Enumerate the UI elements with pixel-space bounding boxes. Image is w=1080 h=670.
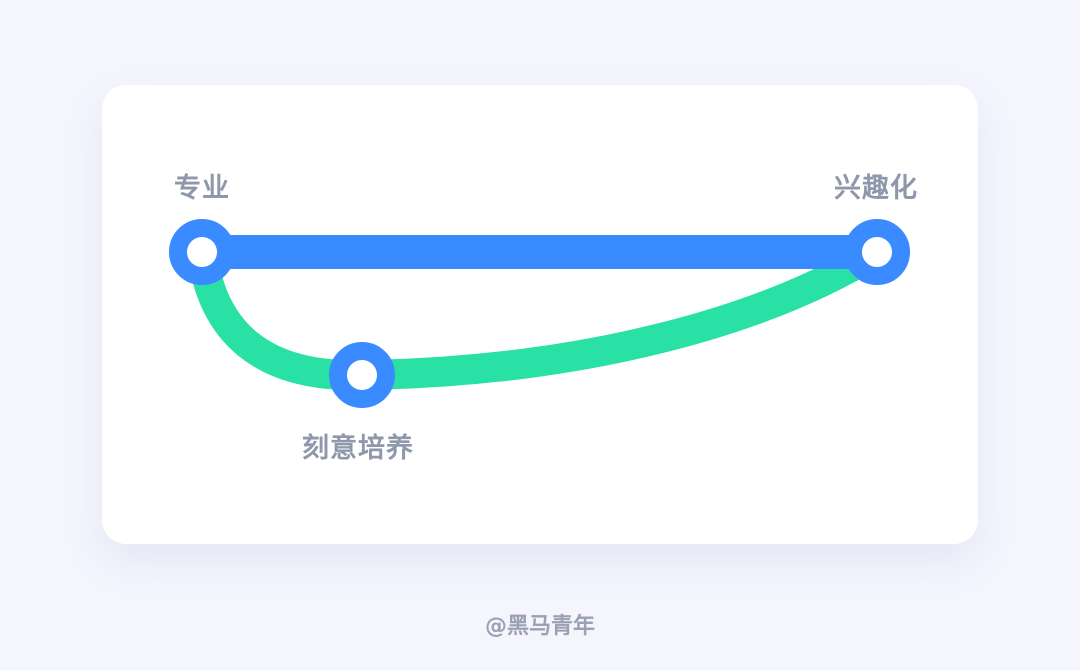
node-start	[169, 219, 235, 285]
diagram-card	[102, 85, 978, 544]
node-label-start: 专业	[174, 173, 230, 204]
curved-path-via-mid	[187, 237, 892, 391]
node-label-mid: 刻意培养	[302, 433, 414, 464]
node-mid	[329, 342, 395, 408]
node-label-end: 兴趣化	[834, 173, 918, 204]
node-end	[844, 219, 910, 285]
watermark: @黑马青年	[484, 614, 595, 639]
